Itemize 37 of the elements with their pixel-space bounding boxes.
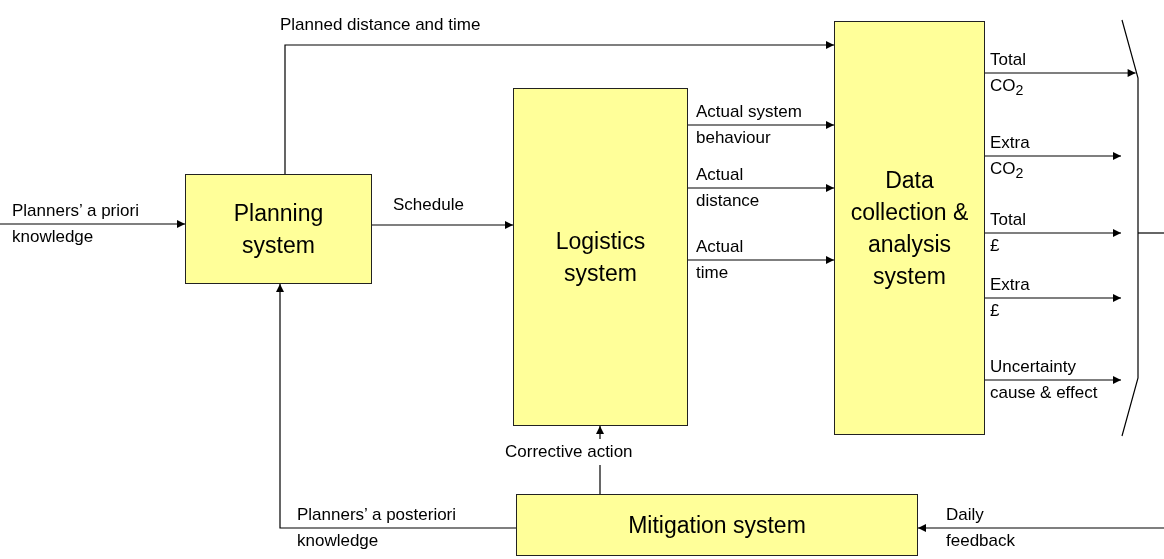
- process-box: [185, 174, 372, 284]
- edge-label: Planned distance and time: [280, 14, 482, 36]
- edge-label: Uncertainty cause & effect: [990, 356, 1099, 404]
- box-label: Mitigation system: [628, 511, 806, 540]
- arrow: [687, 184, 835, 192]
- edge-label: Extra £: [990, 274, 1031, 322]
- edge-label: Actual distance: [696, 164, 761, 212]
- box-label: Planning system: [232, 199, 325, 260]
- arrow: [0, 220, 186, 228]
- arrow: [984, 294, 1122, 302]
- edge-label: Planners’ a priori knowledge: [12, 200, 140, 248]
- arrow: [687, 121, 835, 129]
- arrow: [984, 376, 1122, 384]
- edge-label: Corrective action: [505, 439, 633, 465]
- arrow: [284, 41, 835, 175]
- arrow: [984, 152, 1122, 160]
- arrow: [276, 283, 517, 529]
- edge-label: Planners’ a posteriori knowledge: [297, 504, 458, 552]
- process-box: [516, 494, 918, 556]
- edge-label: Total £: [990, 209, 1027, 257]
- arrow: [371, 221, 514, 229]
- edge-label: Daily feedback: [946, 504, 1016, 552]
- arrow: [917, 524, 1164, 532]
- edge-label: Total CO$_{2}$: [990, 49, 1027, 101]
- box-label: Logistics system: [554, 227, 647, 288]
- bracket: [1122, 20, 1138, 436]
- arrow: [984, 69, 1137, 77]
- edge-label: Actual time: [696, 236, 745, 284]
- process-box: [834, 21, 985, 435]
- edge-label: Extra CO$_{2}$: [990, 132, 1031, 184]
- box-label: Data collection & analysis system: [849, 166, 970, 291]
- connector-line: [1137, 232, 1164, 234]
- process-box: [513, 88, 688, 426]
- edge-label: Actual system behaviour: [696, 101, 803, 149]
- edge-label: Schedule: [393, 194, 465, 216]
- arrow: [687, 256, 835, 264]
- arrow: [984, 229, 1122, 237]
